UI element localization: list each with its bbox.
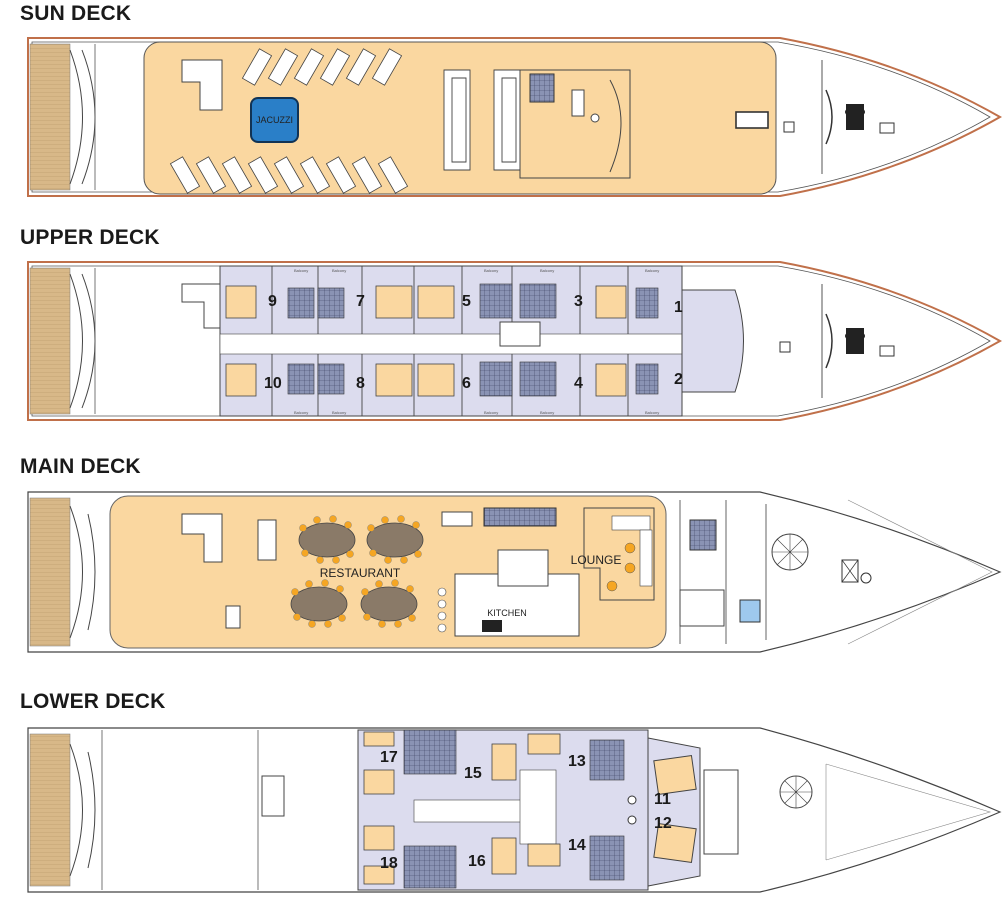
cabin-6: 6 bbox=[462, 375, 471, 392]
cabin-11: 11 bbox=[654, 791, 671, 808]
lounge-area bbox=[583, 507, 655, 601]
cabin-14: 14 bbox=[568, 837, 586, 854]
cabin-4: 4 bbox=[574, 375, 583, 392]
main-deck-head bbox=[739, 599, 761, 623]
cabin-7: 7 bbox=[356, 293, 365, 310]
sun-deck-davit bbox=[735, 111, 769, 129]
cabin-2: 2 bbox=[674, 371, 683, 388]
svg-text:Balcony: Balcony bbox=[294, 268, 308, 273]
cabin-17: 17 bbox=[380, 749, 398, 766]
upper-forward-suite bbox=[681, 289, 744, 393]
svg-text:Balcony: Balcony bbox=[484, 268, 498, 273]
jacuzzi bbox=[250, 97, 299, 143]
cabin-10: 10 bbox=[264, 375, 282, 392]
svg-text:Balcony: Balcony bbox=[332, 410, 346, 415]
sun-deck-seating bbox=[443, 69, 521, 171]
sun-loungers-top bbox=[241, 48, 403, 86]
upper-deck-anchor-windlass bbox=[845, 328, 865, 354]
restaurant-label: RESTAURANT bbox=[320, 566, 401, 580]
cabin-3: 3 bbox=[574, 293, 583, 310]
svg-text:Balcony: Balcony bbox=[294, 410, 308, 415]
sun-deck-stairs-icon bbox=[181, 59, 223, 111]
lower-bathrooms bbox=[403, 729, 625, 889]
main-deck-title: MAIN DECK bbox=[20, 455, 141, 478]
sun-deck: JACUZZI bbox=[27, 37, 1003, 197]
svg-text:Balcony: Balcony bbox=[645, 268, 659, 273]
upper-deck-title: UPPER DECK bbox=[20, 226, 160, 249]
restaurant-tables bbox=[290, 515, 424, 628]
cabin-13: 13 bbox=[568, 753, 586, 770]
jacuzzi-label: JACUZZI bbox=[256, 115, 293, 125]
upper-corridor bbox=[219, 333, 683, 355]
upper-deck-stern-platform bbox=[29, 267, 71, 415]
upper-deck: Balcony Balcony Balcony Balcony Balcony … bbox=[27, 261, 1003, 421]
cabin-16: 16 bbox=[468, 853, 486, 870]
main-deck-stairs-icon bbox=[181, 513, 223, 563]
cabin-8: 8 bbox=[356, 375, 365, 392]
lower-deck: 17 15 13 11 12 18 16 14 bbox=[27, 727, 1002, 893]
cabin-9: 9 bbox=[268, 293, 277, 310]
sun-deck-anchor-windlass bbox=[845, 104, 865, 130]
cabin-12: 12 bbox=[654, 815, 672, 832]
cabin-18: 18 bbox=[380, 855, 398, 872]
sun-deck-stern-platform bbox=[29, 43, 71, 191]
svg-text:Balcony: Balcony bbox=[540, 410, 554, 415]
lower-deck-stairs-icon bbox=[261, 775, 285, 817]
cabin-1: 1 bbox=[674, 299, 683, 316]
main-deck-stern-platform bbox=[29, 497, 71, 647]
lower-deck-title: LOWER DECK bbox=[20, 690, 166, 713]
sun-deck-title: SUN DECK bbox=[20, 2, 132, 25]
upper-beds bbox=[225, 285, 728, 397]
cabin-5: 5 bbox=[462, 293, 471, 310]
sun-loungers-bottom bbox=[169, 156, 409, 194]
svg-text:Balcony: Balcony bbox=[540, 268, 554, 273]
upper-bathrooms bbox=[287, 283, 659, 397]
main-deck: RESTAURANT KITCHEN LOUNGE bbox=[27, 491, 1002, 653]
svg-text:Balcony: Balcony bbox=[484, 410, 498, 415]
cabin-15: 15 bbox=[464, 765, 482, 782]
upper-balconies: Balcony Balcony Balcony Balcony Balcony … bbox=[294, 268, 659, 415]
main-deck-bar bbox=[483, 507, 557, 527]
kitchen-label: KITCHEN bbox=[487, 608, 527, 618]
svg-text:Balcony: Balcony bbox=[645, 410, 659, 415]
lower-deck-stern-platform bbox=[29, 733, 71, 887]
lower-beds bbox=[363, 731, 561, 885]
lounge-label: LOUNGE bbox=[571, 553, 622, 567]
svg-text:Balcony: Balcony bbox=[332, 268, 346, 273]
